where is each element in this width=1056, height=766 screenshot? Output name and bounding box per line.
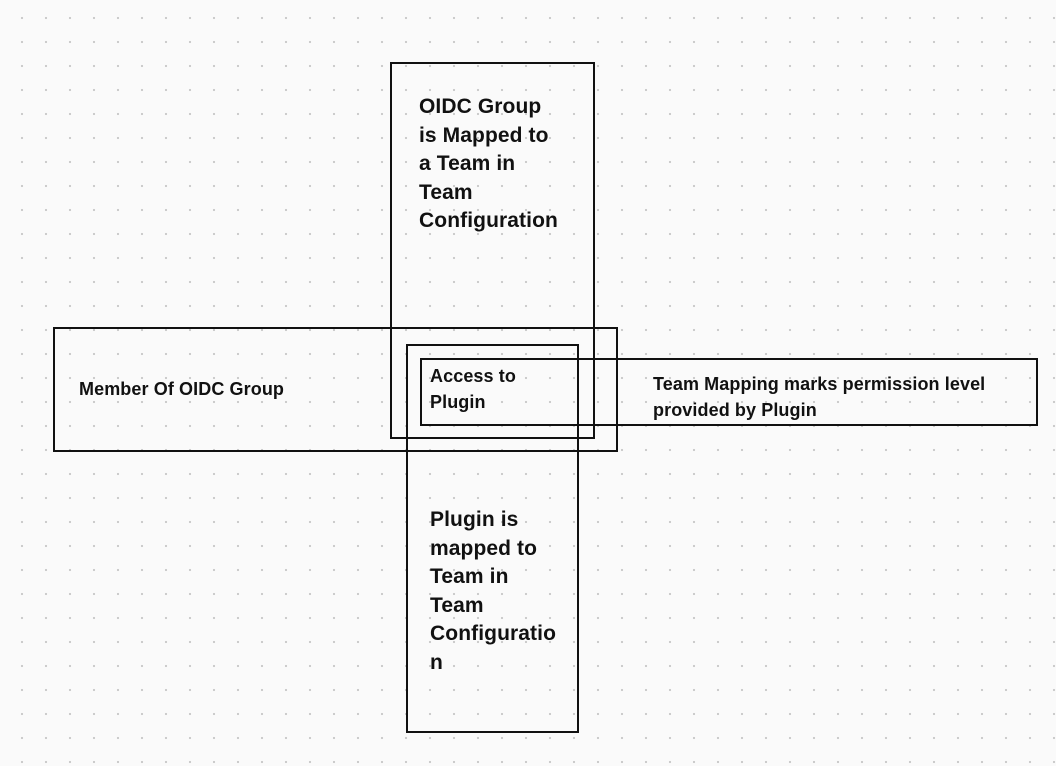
- plugin-mapped-box: [406, 344, 579, 733]
- member-of-oidc-group-box: [53, 327, 618, 452]
- team-mapping-permission-box: [420, 358, 1038, 426]
- plugin-mapped-label: Plugin is mapped to Team in Team Configu…: [430, 508, 557, 674]
- access-to-plugin-label: Access to Plugin: [430, 366, 516, 412]
- oidc-group-mapped-box: [390, 62, 595, 439]
- team-mapping-permission-label: Team Mapping marks permission level prov…: [653, 374, 986, 420]
- member-of-oidc-group-label: Member Of OIDC Group: [79, 379, 285, 399]
- oidc-group-mapped-label: OIDC Group is Mapped to a Team in Team C…: [419, 95, 558, 232]
